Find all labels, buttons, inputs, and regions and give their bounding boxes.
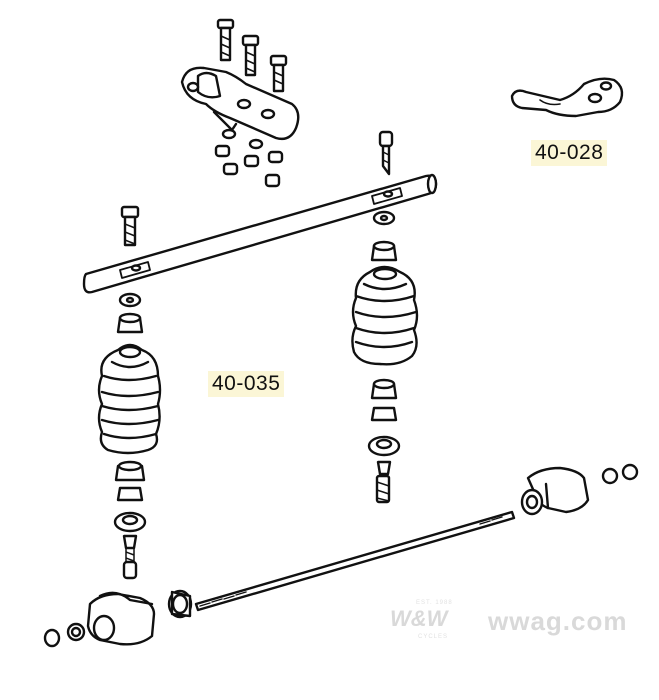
- tube-bolt-left: [120, 205, 140, 247]
- left-rubber-bellow: [97, 343, 162, 455]
- right-end-mount: [520, 463, 639, 516]
- tube-bolt-right: [378, 130, 394, 176]
- left-end-mount: [86, 589, 193, 646]
- small-bracket: [510, 77, 624, 118]
- watermark-est: EST. 1988: [416, 600, 453, 606]
- right-shock-washers: [370, 210, 398, 262]
- right-shock-stud: [375, 460, 392, 504]
- mount-bracket: [180, 66, 300, 141]
- part-number-label-middle: 40-035: [208, 371, 285, 397]
- threaded-rod: [194, 510, 516, 612]
- mount-bolt-2: [241, 34, 260, 77]
- watermark-brand: W&W: [390, 606, 448, 631]
- mount-bolt-3: [269, 54, 288, 93]
- mount-nuts: [214, 128, 284, 188]
- upper-tube: [82, 173, 438, 294]
- watermark-cycles: CYCLES: [418, 634, 449, 640]
- watermark-url: wwag.com: [488, 606, 628, 636]
- mount-bolt-1: [216, 18, 235, 62]
- left-shock-stud: [122, 534, 138, 580]
- right-rubber-bellow: [351, 265, 419, 366]
- left-lower-washers: [113, 460, 147, 533]
- part-number-label-top: 40-028: [531, 140, 608, 166]
- left-end-washers: [43, 622, 86, 648]
- right-lower-washers: [367, 378, 401, 457]
- left-shock-washers: [116, 292, 144, 334]
